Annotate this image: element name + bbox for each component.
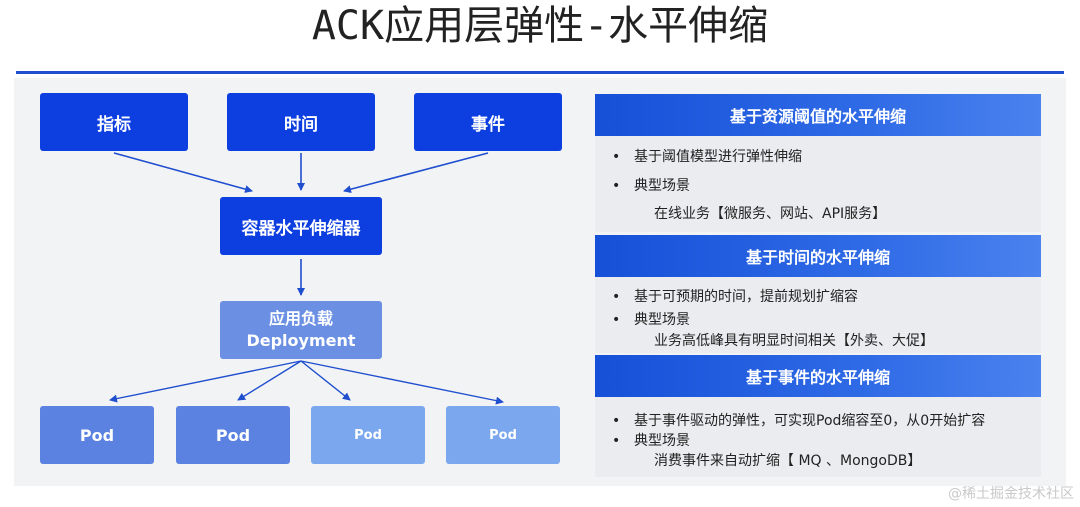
card-event-bullet-1: •基于事件驱动的弹性，可实现Pod缩容至0，从0开始扩容 [612, 413, 986, 429]
card-threshold-bullet-2: •典型场景 [612, 178, 690, 194]
title-divider [16, 71, 1064, 74]
pod-box-1: Pod [40, 406, 154, 464]
workload-box: 应用负载 Deployment [220, 301, 382, 359]
card-time-heading: 基于时间的水平伸缩 [595, 235, 1041, 277]
card-threshold-bullet-1: •基于阈值模型进行弹性伸缩 [612, 149, 802, 165]
pod-box-3: Pod [311, 406, 425, 464]
card-time-bullet-2: •典型场景 [612, 312, 690, 328]
card-time-body [595, 277, 1041, 353]
workload-label: 应用负载 [268, 309, 333, 328]
card-event-heading: 基于事件的水平伸缩 [595, 355, 1041, 397]
card-threshold-heading: 基于资源阈值的水平伸缩 [595, 94, 1041, 136]
card-threshold-example: 在线业务【微服务、网站、API服务】 [654, 206, 887, 222]
source-event-box: 事件 [414, 93, 562, 151]
card-event-bullet-2: •典型场景 [612, 433, 690, 449]
watermark-text: @稀土掘金技术社区 [948, 486, 1074, 502]
card-event-example: 消费事件来自动扩缩【 MQ 、MongoDB】 [654, 453, 922, 469]
page-title: ACK应用层弹性-水平伸缩 [311, 3, 769, 49]
hpa-box: 容器水平伸缩器 [220, 197, 382, 255]
source-time-box: 时间 [227, 93, 375, 151]
card-event-body [595, 397, 1041, 477]
card-threshold-body [595, 136, 1041, 232]
pod-box-4: Pod [446, 406, 560, 464]
card-time-bullet-1: •基于可预期的时间，提前规划扩缩容 [612, 289, 858, 305]
workload-kind: Deployment [246, 331, 356, 350]
source-metrics-box: 指标 [40, 93, 188, 151]
pod-box-2: Pod [176, 406, 290, 464]
card-time-example: 业务高低峰具有明显时间相关【外卖、大促】 [654, 333, 934, 349]
